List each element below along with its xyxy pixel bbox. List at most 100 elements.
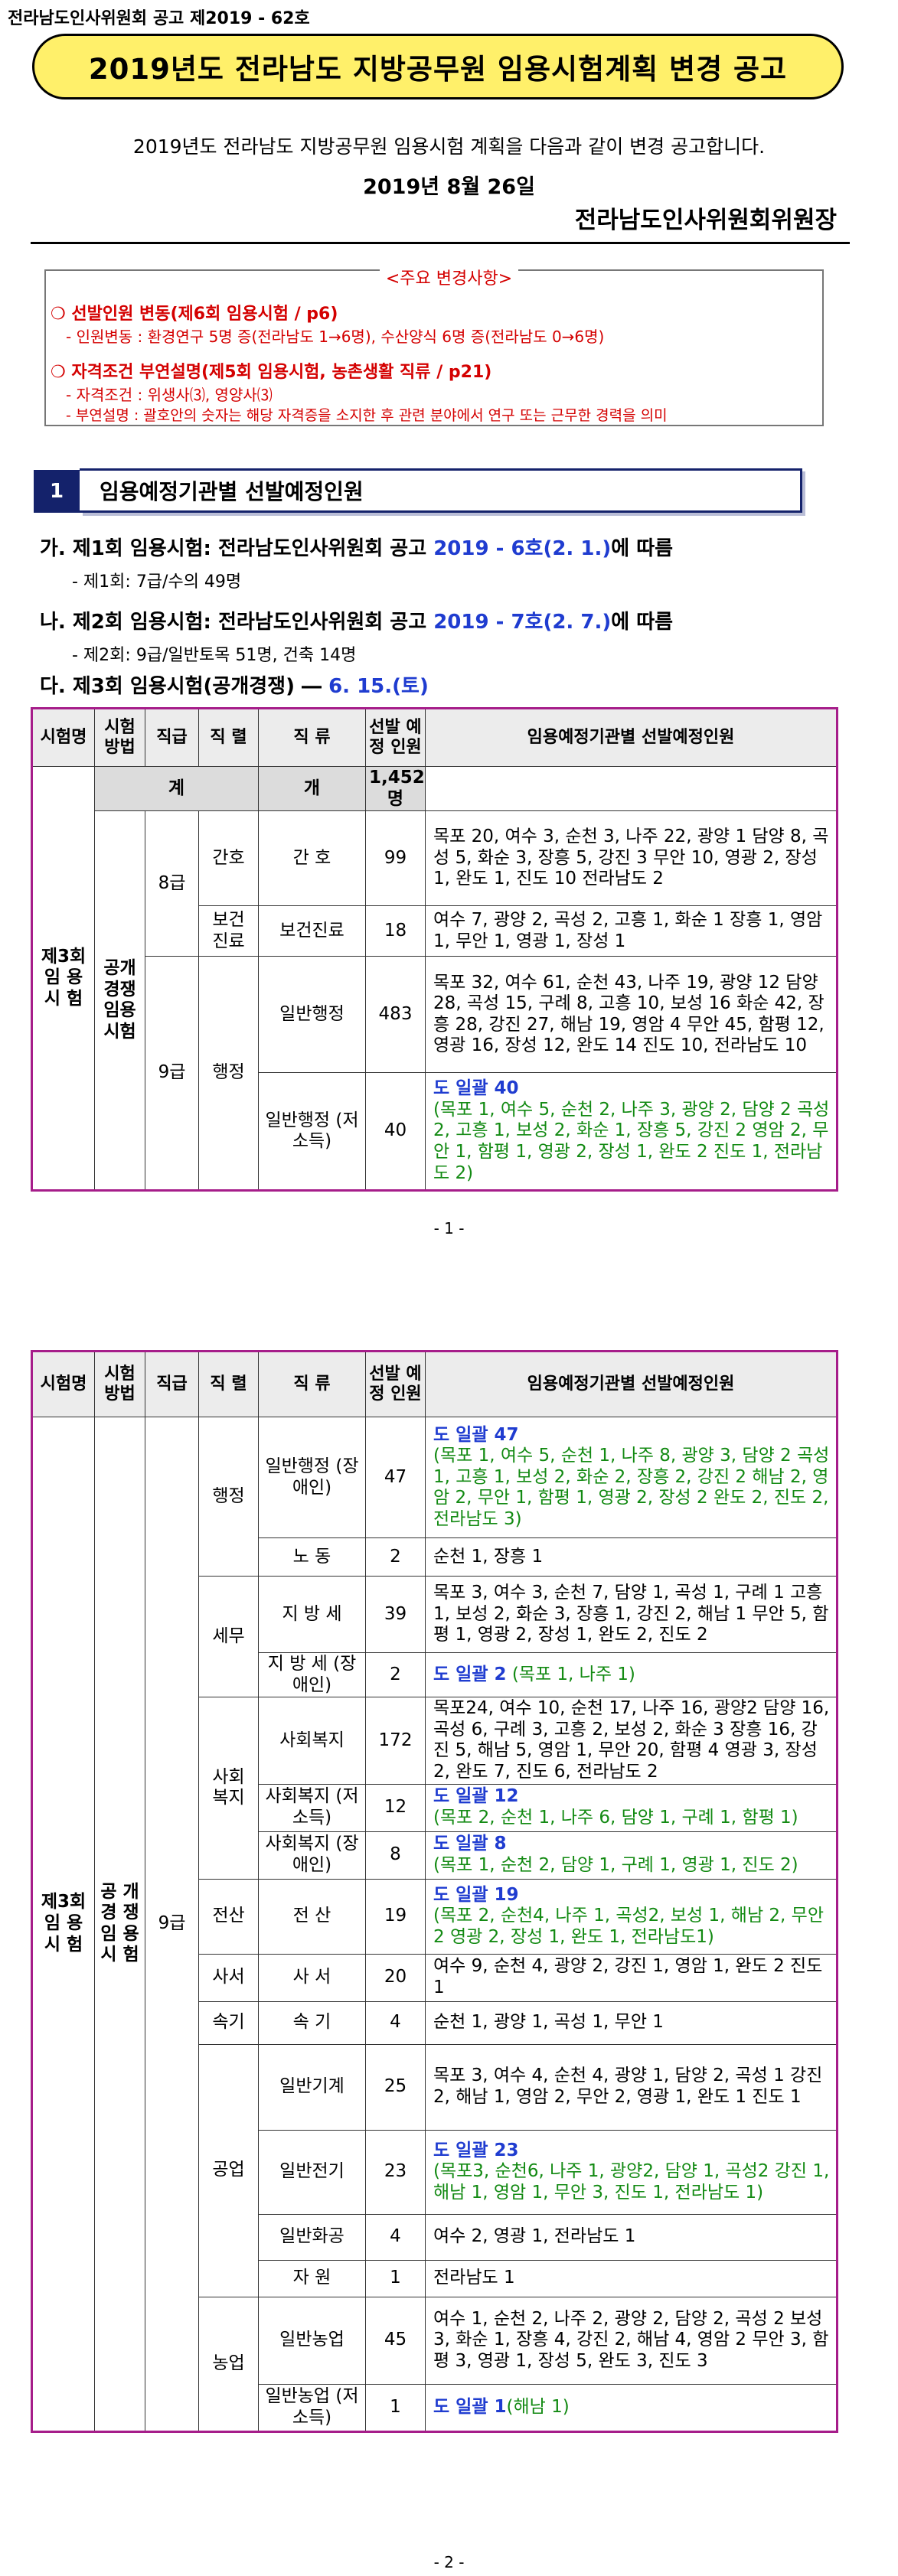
- series-agri: 농업: [198, 2296, 259, 2432]
- item-na-text: 나. 제2회 임용시험: 전라남도인사위원회 공고: [40, 611, 434, 634]
- item-na-post: 에 따름: [611, 611, 674, 634]
- count-nurse: 99: [365, 810, 426, 907]
- class-health: 보건진료: [258, 905, 366, 957]
- dist-chem: 여수 2, 영광 1, 전라남도 1: [425, 2213, 838, 2261]
- exam-name: 제3회 임 용 시 험: [31, 765, 95, 1192]
- dist-welfare: 목포24, 여수 10, 순천 17, 나주 16, 광양2 담양 16, 곡성…: [425, 1697, 838, 1785]
- dist-body: (목포 2, 순천4, 나주 1, 곡성2, 보성 1, 해남 2, 무안 2 …: [433, 1906, 824, 1947]
- class-tax: 지 방 세: [258, 1576, 366, 1653]
- dist-body: (목포 1, 순천 2, 담양 1, 구례 1, 영광 1, 진도 2): [433, 1855, 798, 1876]
- dist-body: (목포3, 순천6, 나주 1, 광양2, 담양 1, 곡성2 강진 1, 해남…: [433, 2161, 830, 2203]
- series-welfare: 사회 복지: [198, 1697, 259, 1880]
- notice-number: 전라남도인사위원회 공고 제2019 - 62호: [8, 9, 310, 28]
- dist-mech: 목포 3, 여수 4, 순천 4, 광양 1, 담양 2, 곡성 1 강진 2,…: [425, 2043, 838, 2131]
- table-header-row: 시험명 시험 방법 직급 직 렬 직 류 선발 예정 인원 임용예정기관별 선발…: [31, 708, 838, 767]
- class-chem: 일반화공: [258, 2213, 366, 2261]
- dist-admin-low: 도 일괄 40(목포 1, 여수 5, 순천 2, 나주 3, 광양 2, 담양…: [425, 1072, 838, 1192]
- class-tax-dis: 지 방 세 (장애인): [258, 1652, 366, 1698]
- exam-name: 제3회 임 용 시 험: [31, 1417, 95, 2432]
- table-row: 일반전기 23 도 일괄 23(목포3, 순천6, 나주 1, 광양2, 담양 …: [32, 2129, 838, 2215]
- th-series: 직 렬: [198, 1351, 259, 1417]
- title-text: 2019년도 전라남도 지방공무원 임용시험계획 변경 공고: [88, 53, 788, 86]
- item-ga-text: 가. 제1회 임용시험: 전라남도인사위원회 공고: [40, 537, 434, 560]
- section-number: 1: [34, 470, 80, 513]
- class-welfare-dis: 사회복지 (장애인): [258, 1831, 366, 1880]
- count-health: 18: [365, 905, 426, 957]
- count-clerk: 20: [365, 1953, 426, 2002]
- change-item-2-title: ❍ 자격조건 부연설명(제5회 임용시험, 농촌생활 직류 / p21): [51, 363, 492, 382]
- table-row: 제3회 임 용 시 험 공 개 경 쟁 임 용 시 험 9급 행정 일반행정 (…: [31, 1417, 838, 2432]
- dist-nurse: 목포 20, 여수 3, 순천 3, 나주 22, 광양 1 담양 8, 곡성 …: [425, 810, 838, 907]
- intro-text: 2019년도 전라남도 지방공무원 임용시험 계획을 다음과 같이 변경 공고합…: [132, 135, 766, 158]
- table-row: 사회복지 (저소득) 12 도 일괄 12(목포 2, 순천 1, 나주 6, …: [32, 1783, 838, 1832]
- dist-body: (목포 2, 순천 1, 나주 6, 담양 1, 구례 1, 함평 1): [433, 1808, 798, 1828]
- dist-body: (목포 1, 여수 5, 순천 1, 나주 8, 광양 3, 담양 2 곡성 1…: [433, 1446, 830, 1529]
- dist-health: 여수 7, 광양 2, 곡성 2, 고흥 1, 화순 1 장흥 1, 영암 1,…: [425, 905, 838, 957]
- dist-tax: 목포 3, 여수 3, 순천 7, 담양 1, 곡성 1, 구례 1 고흥 1,…: [425, 1576, 838, 1653]
- grade-9: 9급: [145, 1417, 199, 2432]
- item-na-ref: 2019 - 7호(2. 7.): [433, 611, 612, 634]
- dist-tax-dis: 도 일괄 2 (목포 1, 나주 1): [425, 1652, 838, 1698]
- dist-body: (목포 1, 여수 5, 순천 2, 나주 3, 광양 2, 담양 2 곡성 2…: [433, 1099, 830, 1183]
- series-comp: 전산: [198, 1878, 259, 1955]
- series-health: 보건 진료: [198, 905, 259, 957]
- class-admin-dis: 일반행정 (장애인): [258, 1417, 366, 1538]
- count-chem: 4: [365, 2213, 426, 2261]
- count-agri: 45: [365, 2296, 426, 2385]
- series-admin: 행정: [198, 956, 259, 1192]
- count-welfare: 172: [365, 1697, 426, 1785]
- notice-date: 2019년 8월 26일: [363, 175, 535, 199]
- section-title-text: 임용예정기관별 선발예정인원: [100, 479, 364, 504]
- item-da-text: 다. 제3회 임용시험(공개경쟁) ―: [40, 675, 329, 698]
- count-tax: 39: [365, 1576, 426, 1653]
- page-number-2: - 2 -: [433, 2553, 465, 2571]
- th-count: 선발 예정 인원: [365, 1351, 426, 1417]
- table-row: 세무 지 방 세 39 목포 3, 여수 3, 순천 7, 담양 1, 곡성 1…: [32, 1575, 838, 1698]
- item-na: 나. 제2회 임용시험: 전라남도인사위원회 공고 2019 - 7호(2. 7…: [40, 606, 673, 634]
- item-ga: 가. 제1회 임용시험: 전라남도인사위원회 공고 2019 - 6호(2. 1…: [40, 533, 673, 561]
- dist-head: 도 일괄 40: [433, 1078, 519, 1099]
- item-ga-sub: - 제1회: 7급/수의 49명: [72, 572, 242, 592]
- class-res: 자 원: [258, 2259, 366, 2297]
- changes-heading-text: <주요 변경사항>: [379, 269, 519, 289]
- dist-elec: 도 일괄 23(목포3, 순천6, 나주 1, 광양2, 담양 1, 곡성2 강…: [425, 2129, 838, 2215]
- class-welfare-low: 사회복지 (저소득): [258, 1783, 366, 1832]
- signer: 전라남도인사위원회위원장: [574, 207, 837, 234]
- table-row: 일반농업 (저소득) 1 도 일괄 1(해남 1): [32, 2383, 838, 2432]
- table-row: 공개 경쟁 임용 시험 8급 간호 간 호 99 목포 20, 여수 3, 순천…: [32, 810, 838, 1192]
- dist-agri: 여수 1, 순천 2, 나주 2, 광양 2, 담양 2, 곡성 2 보성 3,…: [425, 2296, 838, 2385]
- class-clerk: 사 서: [258, 1953, 366, 2002]
- dist-body: (목포 1, 나주 1): [511, 1664, 635, 1684]
- item-da: 다. 제3회 임용시험(공개경쟁) ― 6. 15.(토): [40, 670, 429, 699]
- grade-9: 9급: [145, 956, 199, 1192]
- class-labor: 노 동: [258, 1537, 366, 1577]
- count-tax-dis: 2: [365, 1652, 426, 1698]
- class-nurse: 간 호: [258, 810, 366, 907]
- table-row: 사회 복지 사회복지 172 목포24, 여수 10, 순천 17, 나주 16…: [32, 1697, 838, 1880]
- table-page-1: 시험명 시험 방법 직급 직 렬 직 류 선발 예정 인원 임용예정기관별 선발…: [31, 707, 838, 1192]
- change-item-1-sub: - 인원변동 : 환경연구 5명 증(전라남도 1→6명), 수산양식 6명 증…: [66, 328, 605, 346]
- th-dist: 임용예정기관별 선발예정인원: [425, 1351, 838, 1417]
- class-admin-low: 일반행정 (저소득): [258, 1072, 366, 1192]
- series-eng: 공업: [198, 2043, 259, 2297]
- dist-welfare-dis: 도 일괄 8(목포 1, 순천 2, 담양 1, 구례 1, 영광 1, 진도 …: [425, 1831, 838, 1880]
- total-count: 1,452명: [365, 765, 426, 812]
- dist-body: (해남 1): [506, 2396, 570, 2417]
- item-na-sub: - 제2회: 9급/일반토목 51명, 건축 14명: [72, 646, 357, 665]
- th-class: 직 류: [258, 708, 366, 767]
- change-item-2-sub1: - 자격조건 : 위생사⑶, 영양사⑶: [66, 386, 273, 404]
- count-admin-low: 40: [365, 1072, 426, 1192]
- dist-agri-low: 도 일괄 1(해남 1): [425, 2383, 838, 2432]
- count-comp: 19: [365, 1878, 426, 1955]
- page-title: 2019년도 전라남도 지방공무원 임용시험계획 변경 공고: [32, 34, 844, 99]
- dist-head: 도 일괄 1: [433, 2396, 507, 2417]
- class-comp: 전 산: [258, 1878, 366, 1955]
- table-header-row: 시험명 시험 방법 직급 직 렬 직 류 선발 예정 인원 임용예정기관별 선발…: [31, 1351, 838, 1417]
- dist-head: 도 일괄 2: [433, 1664, 507, 1684]
- dist-admin: 목포 32, 여수 61, 순천 43, 나주 19, 광양 12 담양 28,…: [425, 956, 838, 1074]
- th-dist: 임용예정기관별 선발예정인원: [425, 708, 838, 767]
- count-labor: 2: [365, 1537, 426, 1577]
- table-row: 사회복지 (장애인) 8 도 일괄 8(목포 1, 순천 2, 담양 1, 구례…: [32, 1831, 838, 1880]
- table-row: 자 원 1 전라남도 1: [32, 2259, 838, 2297]
- dist-comp: 도 일괄 19(목포 2, 순천4, 나주 1, 곡성2, 보성 1, 해남 2…: [425, 1878, 838, 1955]
